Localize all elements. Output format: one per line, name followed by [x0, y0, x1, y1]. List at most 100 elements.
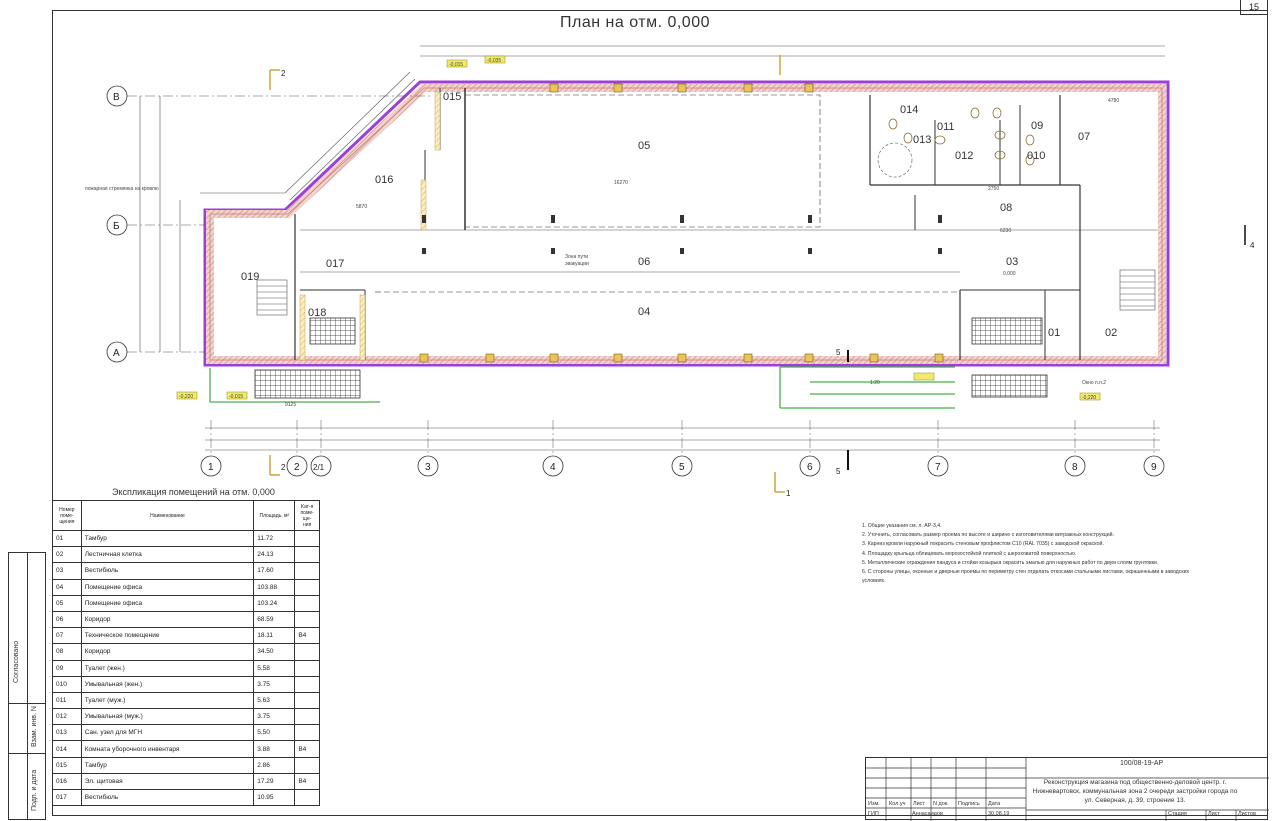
- room-category: [294, 659, 320, 677]
- room-number: 02: [52, 546, 82, 564]
- room-number: 013: [52, 724, 82, 742]
- dim-2750: 2750: [988, 186, 999, 192]
- room-number: 012: [52, 708, 82, 726]
- dim-9125: 9125: [285, 402, 296, 408]
- explication-title: Экспликация помещений на отм. 0,000: [112, 487, 275, 497]
- room-number: 016: [52, 772, 82, 791]
- room-area: 18.11: [253, 627, 296, 645]
- document-code: 100/08-19-АР: [1120, 760, 1164, 767]
- note-4: 4. Площадку крыльца облицевать морозосто…: [862, 550, 1077, 557]
- header-name: Наименование: [80, 500, 255, 531]
- room-013: 013: [913, 134, 931, 146]
- room-number: 06: [52, 610, 82, 629]
- room-number: 017: [52, 788, 82, 807]
- level-tag-5: -0,220: [1082, 395, 1096, 401]
- room-014: 014: [900, 104, 918, 116]
- evac-zone-1: Зона пути: [565, 254, 588, 260]
- tb-col-podp: Подпись: [958, 801, 980, 807]
- room-06: 06: [638, 256, 650, 268]
- room-02: 02: [1105, 327, 1117, 339]
- room-area: 10.95: [253, 788, 296, 807]
- room-name: Помещение офиса: [80, 594, 255, 612]
- room-category: [294, 691, 320, 710]
- room-number: 09: [52, 659, 82, 677]
- title-block-grid: [866, 758, 1269, 821]
- room-018: 018: [308, 307, 326, 319]
- room-area: 5.50: [253, 724, 296, 742]
- tb-col-ndok: N док.: [933, 801, 949, 807]
- stamp-inv-repl: Взам. инв. N: [31, 706, 38, 747]
- axis-col-2-1: 2/1: [313, 463, 325, 472]
- plan-title: План на отм. 0,000: [560, 14, 710, 31]
- room-number: 07: [52, 627, 82, 645]
- room-01: 01: [1048, 327, 1060, 339]
- level-mark-03: 0,000: [1003, 271, 1016, 277]
- room-name: Тамбур: [80, 756, 255, 774]
- room-name: Туалет (жен.): [80, 659, 255, 677]
- tb-gip: ГИП: [868, 811, 879, 817]
- room-name: Умывальная (жен.): [80, 675, 255, 693]
- section-5-bottom: 5: [836, 467, 841, 476]
- room-category: В4: [294, 627, 320, 645]
- tb-col-data: Дата: [988, 801, 1001, 807]
- level-tag-2: -0,035: [487, 58, 501, 64]
- dim-4780: 4780: [1108, 98, 1119, 104]
- axis-col-9: 9: [1151, 462, 1157, 473]
- room-category: [294, 756, 320, 774]
- axis-col-5: 5: [679, 462, 685, 473]
- room-area: 11.72: [253, 529, 296, 548]
- room-area: 17.29: [253, 772, 296, 791]
- room-area: 34.50: [253, 643, 296, 661]
- level-tag-3: -0,220: [179, 394, 193, 400]
- project-description: Реконструкция магазина под общественно-д…: [1032, 779, 1238, 804]
- room-area: 17.60: [253, 562, 296, 580]
- room-category: [294, 529, 320, 548]
- tb-col-list: Лист: [913, 801, 925, 807]
- room-area: 103.88: [253, 578, 296, 596]
- room-area: 3.75: [253, 675, 296, 693]
- section-1: 1: [786, 489, 791, 498]
- room-area: 5.63: [253, 691, 296, 710]
- section-4: 4: [1250, 241, 1255, 250]
- room-number: 04: [52, 578, 82, 596]
- room-category: [294, 675, 320, 693]
- room-number: 010: [52, 675, 82, 693]
- tb-sheet: Лист: [1208, 811, 1220, 817]
- tb-col-kol: Кол.уч: [889, 801, 906, 807]
- level-tag-4: -0,015: [229, 394, 243, 400]
- explication-header-row: Номер поме- щения Наименование Площадь, …: [52, 500, 320, 531]
- room-area: 5.58: [253, 659, 296, 677]
- room-05: 05: [638, 140, 650, 152]
- tb-author: Аннасаидов: [912, 811, 943, 817]
- axis-col-7: 7: [935, 462, 941, 473]
- note-1: 1. Общие указания см. л. АР-3,4.: [862, 523, 942, 529]
- axis-col-8: 8: [1072, 462, 1078, 473]
- room-name: Туалет (муж.): [80, 691, 255, 710]
- axis-col-2: 2: [294, 462, 300, 473]
- axis-col-1: 1: [208, 462, 214, 473]
- room-category: [294, 788, 320, 807]
- header-area: Площадь, м²: [253, 500, 296, 531]
- axis-col-3: 3: [425, 462, 431, 473]
- room-area: 103.24: [253, 594, 296, 612]
- room-number: 03: [52, 562, 82, 580]
- section-2-top: 2: [281, 69, 286, 78]
- room-area: 3.75: [253, 708, 296, 726]
- tb-col-izm: Изм.: [868, 801, 880, 807]
- room-name: Техническое помещение: [80, 627, 255, 645]
- note-5: 5. Металлические ограждения пандуса и ст…: [862, 559, 1159, 566]
- room-number: 015: [52, 756, 82, 774]
- tb-sheets: Листов: [1238, 811, 1256, 817]
- room-number: 014: [52, 740, 82, 758]
- axis-row-a: А: [113, 348, 120, 359]
- dim-6230: 6230: [1000, 228, 1011, 234]
